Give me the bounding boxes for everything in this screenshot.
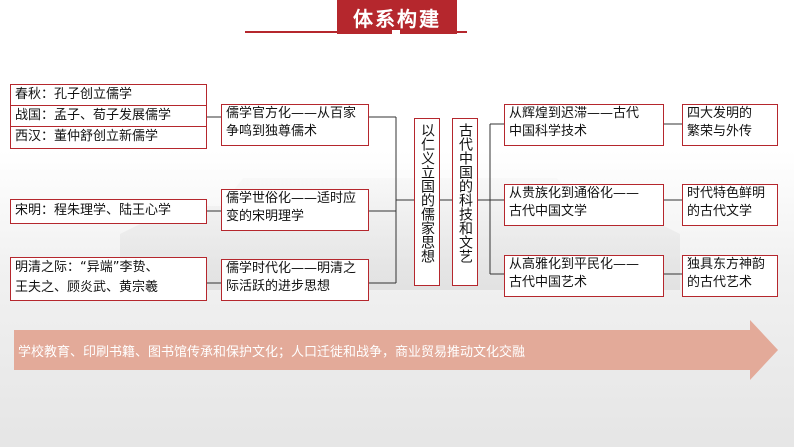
far-right-2-line1: 时代特色鲜明 <box>687 186 766 201</box>
mid-left-2-line2: 变的宋明理学 <box>226 209 305 224</box>
left-item-xihan: 西汉：董仲舒创立新儒学 <box>11 126 206 147</box>
mid-right-3-line1: 从高雅化到平民化—— <box>509 257 640 272</box>
mid-right-3-line2: 古代中国艺术 <box>509 275 588 290</box>
mid-left-1-line1: 儒学官方化——从百家 <box>226 106 357 121</box>
title-line-left <box>245 31 337 33</box>
mid-right-box-1: 从辉煌到迟滞——古代 中国科学技术 <box>504 104 664 146</box>
mid-right-2-line1: 从贵族化到通俗化—— <box>509 186 640 201</box>
mid-right-box-2: 从贵族化到通俗化—— 古代中国文学 <box>504 184 664 226</box>
far-right-box-2: 时代特色鲜明 的古代文学 <box>682 184 778 226</box>
mid-left-3-line1: 儒学时代化——明清之 <box>226 261 357 276</box>
far-right-1-line2: 繁荣与外传 <box>687 124 753 139</box>
mid-left-box-1: 儒学官方化——从百家 争鸣到独尊儒术 <box>221 104 369 146</box>
page-title: 体系构建 <box>337 0 457 34</box>
left-box-songming: 宋明：程朱理学、陆王心学 <box>10 199 207 224</box>
mid-right-2-line2: 古代中国文学 <box>509 204 588 219</box>
mid-left-2-line1: 儒学世俗化——适时应 <box>226 191 357 206</box>
center-box-science-arts: 古代中国的科技和文艺 <box>452 118 478 286</box>
far-right-box-3: 独具东方神韵 的古代艺术 <box>682 255 778 297</box>
far-right-1-line1: 四大发明的 <box>687 106 753 121</box>
mid-right-1-line1: 从辉煌到迟滞——古代 <box>509 106 640 121</box>
mid-left-box-2: 儒学世俗化——适时应 变的宋明理学 <box>221 189 369 231</box>
left-item-zhanguo: 战国：孟子、荀子发展儒学 <box>11 105 206 126</box>
title-cap <box>392 30 400 36</box>
left-box-mingqing: 明清之际：“异端”李贽、 王夫之、顾炎武、黄宗羲 <box>10 257 207 301</box>
far-right-box-1: 四大发明的 繁荣与外传 <box>682 104 778 146</box>
bottom-arrow-text: 学校教育、印刷书籍、图书馆传承和保护文化；人口迁徙和战争，商业贸易推动文化交融 <box>18 345 526 360</box>
center-box-confucianism: 以仁义立国的儒家思想 <box>414 118 440 286</box>
left-item-chunqiu: 春秋：孔子创立儒学 <box>15 87 133 102</box>
left-item-songming: 宋明：程朱理学、陆王心学 <box>15 203 172 218</box>
mid-right-box-3: 从高雅化到平民化—— 古代中国艺术 <box>504 255 664 297</box>
mid-right-1-line2: 中国科学技术 <box>509 124 588 139</box>
mid-left-1-line2: 争鸣到独尊儒术 <box>226 124 318 139</box>
mid-left-3-line2: 际活跃的进步思想 <box>226 279 331 294</box>
title-bar: 体系构建 <box>0 0 794 38</box>
far-right-3-line1: 独具东方神韵 <box>687 257 766 272</box>
left-box-early-confucianism: 春秋：孔子创立儒学 战国：孟子、荀子发展儒学 西汉：董仲舒创立新儒学 <box>10 84 207 149</box>
left-item-mingqing-2: 王夫之、顾炎武、黄宗羲 <box>15 280 159 295</box>
far-right-3-line2: 的古代艺术 <box>687 275 753 290</box>
far-right-2-line2: 的古代文学 <box>687 204 753 219</box>
left-item-mingqing-1: 明清之际：“异端”李贽、 <box>15 260 159 275</box>
bottom-arrow <box>14 320 778 380</box>
title-line-right <box>457 31 467 33</box>
mid-left-box-3: 儒学时代化——明清之 际活跃的进步思想 <box>221 259 369 301</box>
